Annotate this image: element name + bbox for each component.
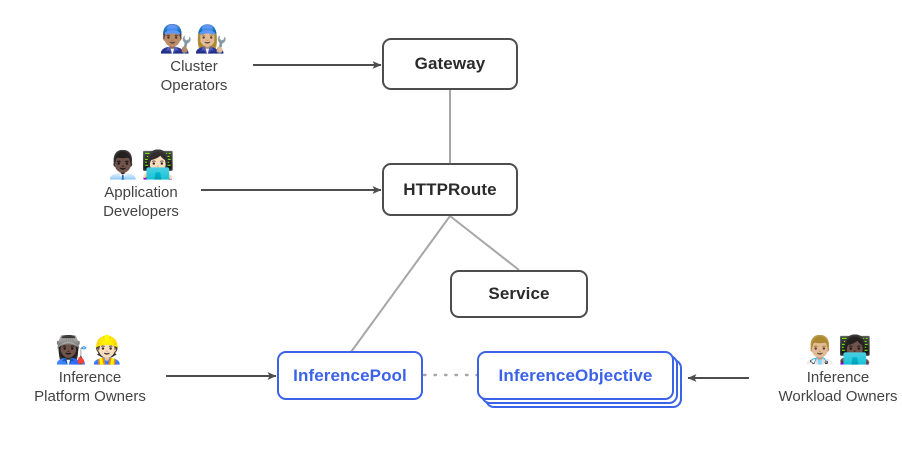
- node-inferenceobjective[interactable]: InferenceObjective: [477, 351, 674, 400]
- node-service-label: Service: [488, 284, 550, 303]
- node-httproute[interactable]: HTTPRoute: [382, 163, 518, 216]
- inference-workload-owners-emoji: 👨🏼‍⚕️👩🏿‍💻: [803, 335, 873, 366]
- node-gateway[interactable]: Gateway: [382, 38, 518, 90]
- node-gateway-label: Gateway: [414, 54, 486, 73]
- application-developers-label: Application Developers: [103, 184, 179, 220]
- inference-platform-owners-label: Inference Platform Owners: [34, 369, 146, 405]
- cluster-operators-emoji: 👨🏽‍🔧👩🏼‍🔧: [159, 24, 229, 55]
- node-inferencepool-label: InferencePool: [293, 365, 407, 385]
- persona-inference-platform-owners: 👩🏿‍🏭👷🏻 Inference Platform Owners: [12, 335, 168, 406]
- inference-platform-owners-emoji: 👩🏿‍🏭👷🏻: [55, 335, 125, 366]
- node-service[interactable]: Service: [450, 270, 588, 318]
- edge-httproute-to-service: [449, 215, 520, 271]
- persona-application-developers: 👨🏿‍💼👩🏻‍💻 Application Developers: [76, 150, 206, 221]
- edge-httproute-to-inferencepool: [350, 215, 451, 353]
- node-inferencepool[interactable]: InferencePool: [277, 351, 423, 400]
- node-inferenceobjective-label: InferenceObjective: [498, 365, 653, 385]
- persona-cluster-operators: 👨🏽‍🔧👩🏼‍🔧 Cluster Operators: [133, 24, 255, 95]
- persona-inference-workload-owners: 👨🏼‍⚕️👩🏿‍💻 Inference Workload Owners: [758, 335, 902, 406]
- application-developers-emoji: 👨🏿‍💼👩🏻‍💻: [106, 150, 176, 181]
- node-httproute-label: HTTPRoute: [403, 179, 497, 199]
- inference-workload-owners-label: Inference Workload Owners: [778, 369, 898, 405]
- cluster-operators-label: Cluster Operators: [160, 58, 228, 94]
